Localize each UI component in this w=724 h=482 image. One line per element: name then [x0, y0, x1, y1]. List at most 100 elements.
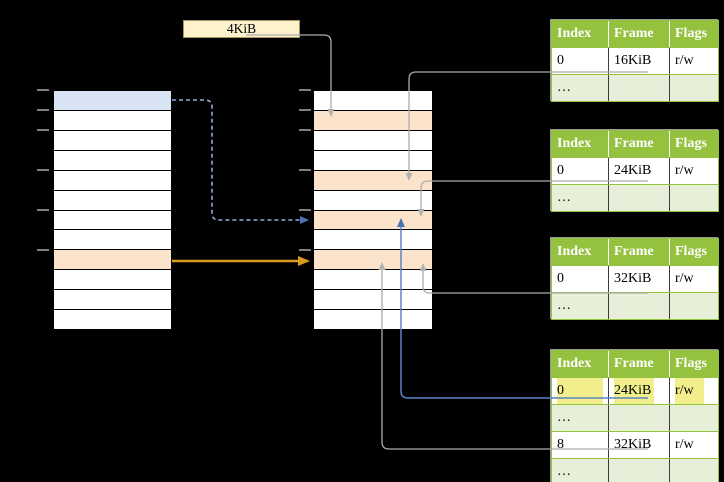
- memory-page-row: [54, 210, 171, 231]
- address-tick: [37, 249, 49, 251]
- highlight: r/w: [675, 378, 704, 404]
- memory-page-row-blue: [54, 91, 171, 111]
- header-index: Index: [552, 21, 609, 47]
- physical-memory-column: [313, 90, 433, 330]
- physical-memory-ticks: [299, 89, 312, 332]
- cell-frame: 24KiB: [609, 158, 670, 184]
- memory-page-row: [54, 290, 171, 311]
- cell-flags: [670, 405, 718, 431]
- memory-page-row-orange: [54, 250, 171, 271]
- header-frame: Frame: [609, 239, 670, 265]
- page-table-3: Index Frame Flags 0 32KiB r/w …: [551, 238, 719, 320]
- cell-index: …: [552, 405, 609, 431]
- address-tick: [37, 129, 49, 131]
- header-index: Index: [552, 239, 609, 265]
- memory-page-row: [314, 190, 432, 211]
- memory-page-row: [54, 170, 171, 191]
- virtual-memory-ticks: [37, 89, 50, 332]
- memory-page-row: [54, 110, 171, 131]
- table-row-ellipsis: …: [552, 184, 718, 211]
- cell-index: 8: [552, 432, 609, 458]
- page-table-1: Index Frame Flags 0 16KiB r/w …: [551, 20, 719, 102]
- cell-frame: [609, 405, 670, 431]
- memory-page-row-orange: [314, 170, 432, 191]
- memory-page-row-orange: [314, 110, 432, 131]
- memory-page-row: [54, 310, 171, 330]
- page-table-2: Index Frame Flags 0 24KiB r/w …: [551, 130, 719, 212]
- memory-page-row: [314, 150, 432, 171]
- cell-flags: [670, 75, 718, 101]
- header-index: Index: [552, 131, 609, 157]
- header-flags: Flags: [675, 136, 707, 151]
- table-row: 0 24KiB r/w: [552, 157, 718, 184]
- cell-frame: 24KiB: [609, 378, 670, 404]
- address-tick: [37, 209, 49, 211]
- memory-page-row: [314, 270, 432, 291]
- page-size-label: 4KiB: [183, 20, 300, 38]
- memory-page-row: [54, 230, 171, 251]
- address-tick: [299, 169, 311, 171]
- table-row-highlighted: 0 24KiB r/w: [552, 377, 718, 404]
- cell-flags: [670, 185, 718, 211]
- cell-frame: [609, 459, 670, 482]
- address-tick: [37, 169, 49, 171]
- header-flags: Flags: [675, 26, 707, 41]
- cell-frame: [609, 75, 670, 101]
- table-row: 0 16KiB r/w: [552, 47, 718, 74]
- cell-index: …: [552, 75, 609, 101]
- header-frame: Frame: [609, 131, 670, 157]
- cell-frame: [609, 185, 670, 211]
- memory-page-row: [54, 190, 171, 211]
- cell-flags: r/w: [675, 271, 694, 286]
- cell-index: 0: [552, 158, 609, 184]
- address-tick: [299, 109, 311, 111]
- cell-index: …: [552, 185, 609, 211]
- memory-page-row: [314, 130, 432, 151]
- table-row: 8 32KiB r/w: [552, 431, 718, 458]
- table-row-ellipsis: …: [552, 404, 718, 431]
- memory-page-row: [314, 290, 432, 311]
- header-flags: Flags: [675, 244, 707, 259]
- table-header-row: Index Frame Flags: [552, 351, 718, 377]
- table-row-ellipsis: …: [552, 292, 718, 319]
- cell-flags: r/w: [675, 163, 694, 178]
- address-tick: [37, 89, 49, 91]
- memory-page-row: [54, 150, 171, 171]
- table-row-ellipsis: …: [552, 458, 718, 482]
- cell-flags: r/w: [675, 437, 694, 452]
- table-header-row: Index Frame Flags: [552, 239, 718, 265]
- header-frame: Frame: [609, 21, 670, 47]
- address-tick: [299, 209, 311, 211]
- header-index: Index: [552, 351, 609, 377]
- cell-index: …: [552, 293, 609, 319]
- cell-index: …: [552, 459, 609, 482]
- table-header-row: Index Frame Flags: [552, 21, 718, 47]
- memory-page-row: [314, 230, 432, 251]
- highlight: 24KiB: [614, 378, 654, 404]
- cell-flags: [670, 293, 718, 319]
- cell-index: 0: [552, 378, 609, 404]
- memory-page-row: [54, 130, 171, 151]
- arrow-virtual-blue-page-to-frame-24kib: [172, 99, 309, 224]
- cell-index: 0: [552, 266, 609, 292]
- cell-frame: 32KiB: [609, 266, 670, 292]
- cell-frame: [609, 293, 670, 319]
- cell-flags: r/w: [675, 53, 694, 68]
- cell-flags: r/w: [670, 378, 718, 404]
- header-flags: Flags: [675, 356, 707, 371]
- cell-frame: 16KiB: [609, 48, 670, 74]
- memory-page-row-orange: [314, 210, 432, 231]
- memory-page-row: [314, 310, 432, 330]
- memory-page-row-orange: [314, 250, 432, 271]
- cell-frame: 32KiB: [609, 432, 670, 458]
- memory-page-row: [54, 270, 171, 291]
- table-header-row: Index Frame Flags: [552, 131, 718, 157]
- highlight: 0: [557, 378, 603, 404]
- table-row-ellipsis: …: [552, 74, 718, 101]
- virtual-memory-column: [53, 90, 172, 330]
- header-frame: Frame: [609, 351, 670, 377]
- address-tick: [299, 249, 311, 251]
- table-row: 0 32KiB r/w: [552, 265, 718, 292]
- cell-index: 0: [552, 48, 609, 74]
